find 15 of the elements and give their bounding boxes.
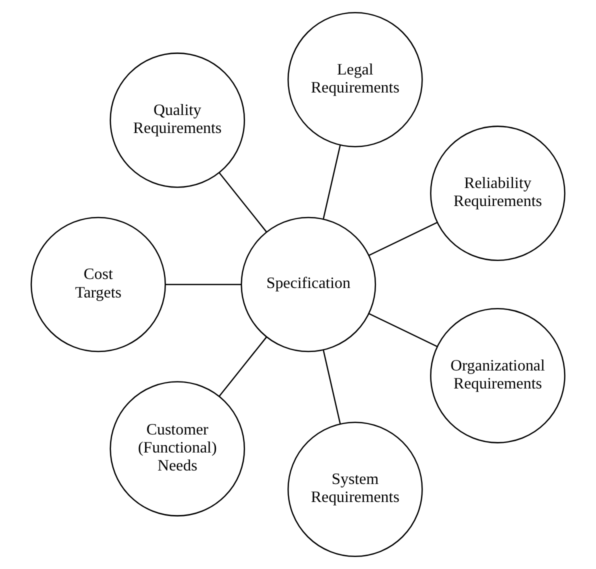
- node-circle: System Requirements: [288, 422, 423, 558]
- connector: [368, 222, 438, 256]
- node-circle: Customer (Functional) Needs: [110, 381, 246, 516]
- node-circle: Specification: [240, 216, 376, 352]
- node-circle: Organizational Requirements: [430, 308, 566, 444]
- node-circle: Cost Targets: [30, 216, 166, 352]
- node-circle: Quality Requirements: [110, 52, 246, 188]
- node-circle: Reliability Requirements: [430, 126, 566, 261]
- connector: [218, 172, 268, 232]
- node-circle: Legal Requirements: [288, 12, 423, 148]
- connector: [322, 350, 341, 424]
- connector: [368, 313, 438, 348]
- connector: [322, 144, 341, 220]
- connector: [218, 336, 268, 397]
- connector: [165, 284, 242, 286]
